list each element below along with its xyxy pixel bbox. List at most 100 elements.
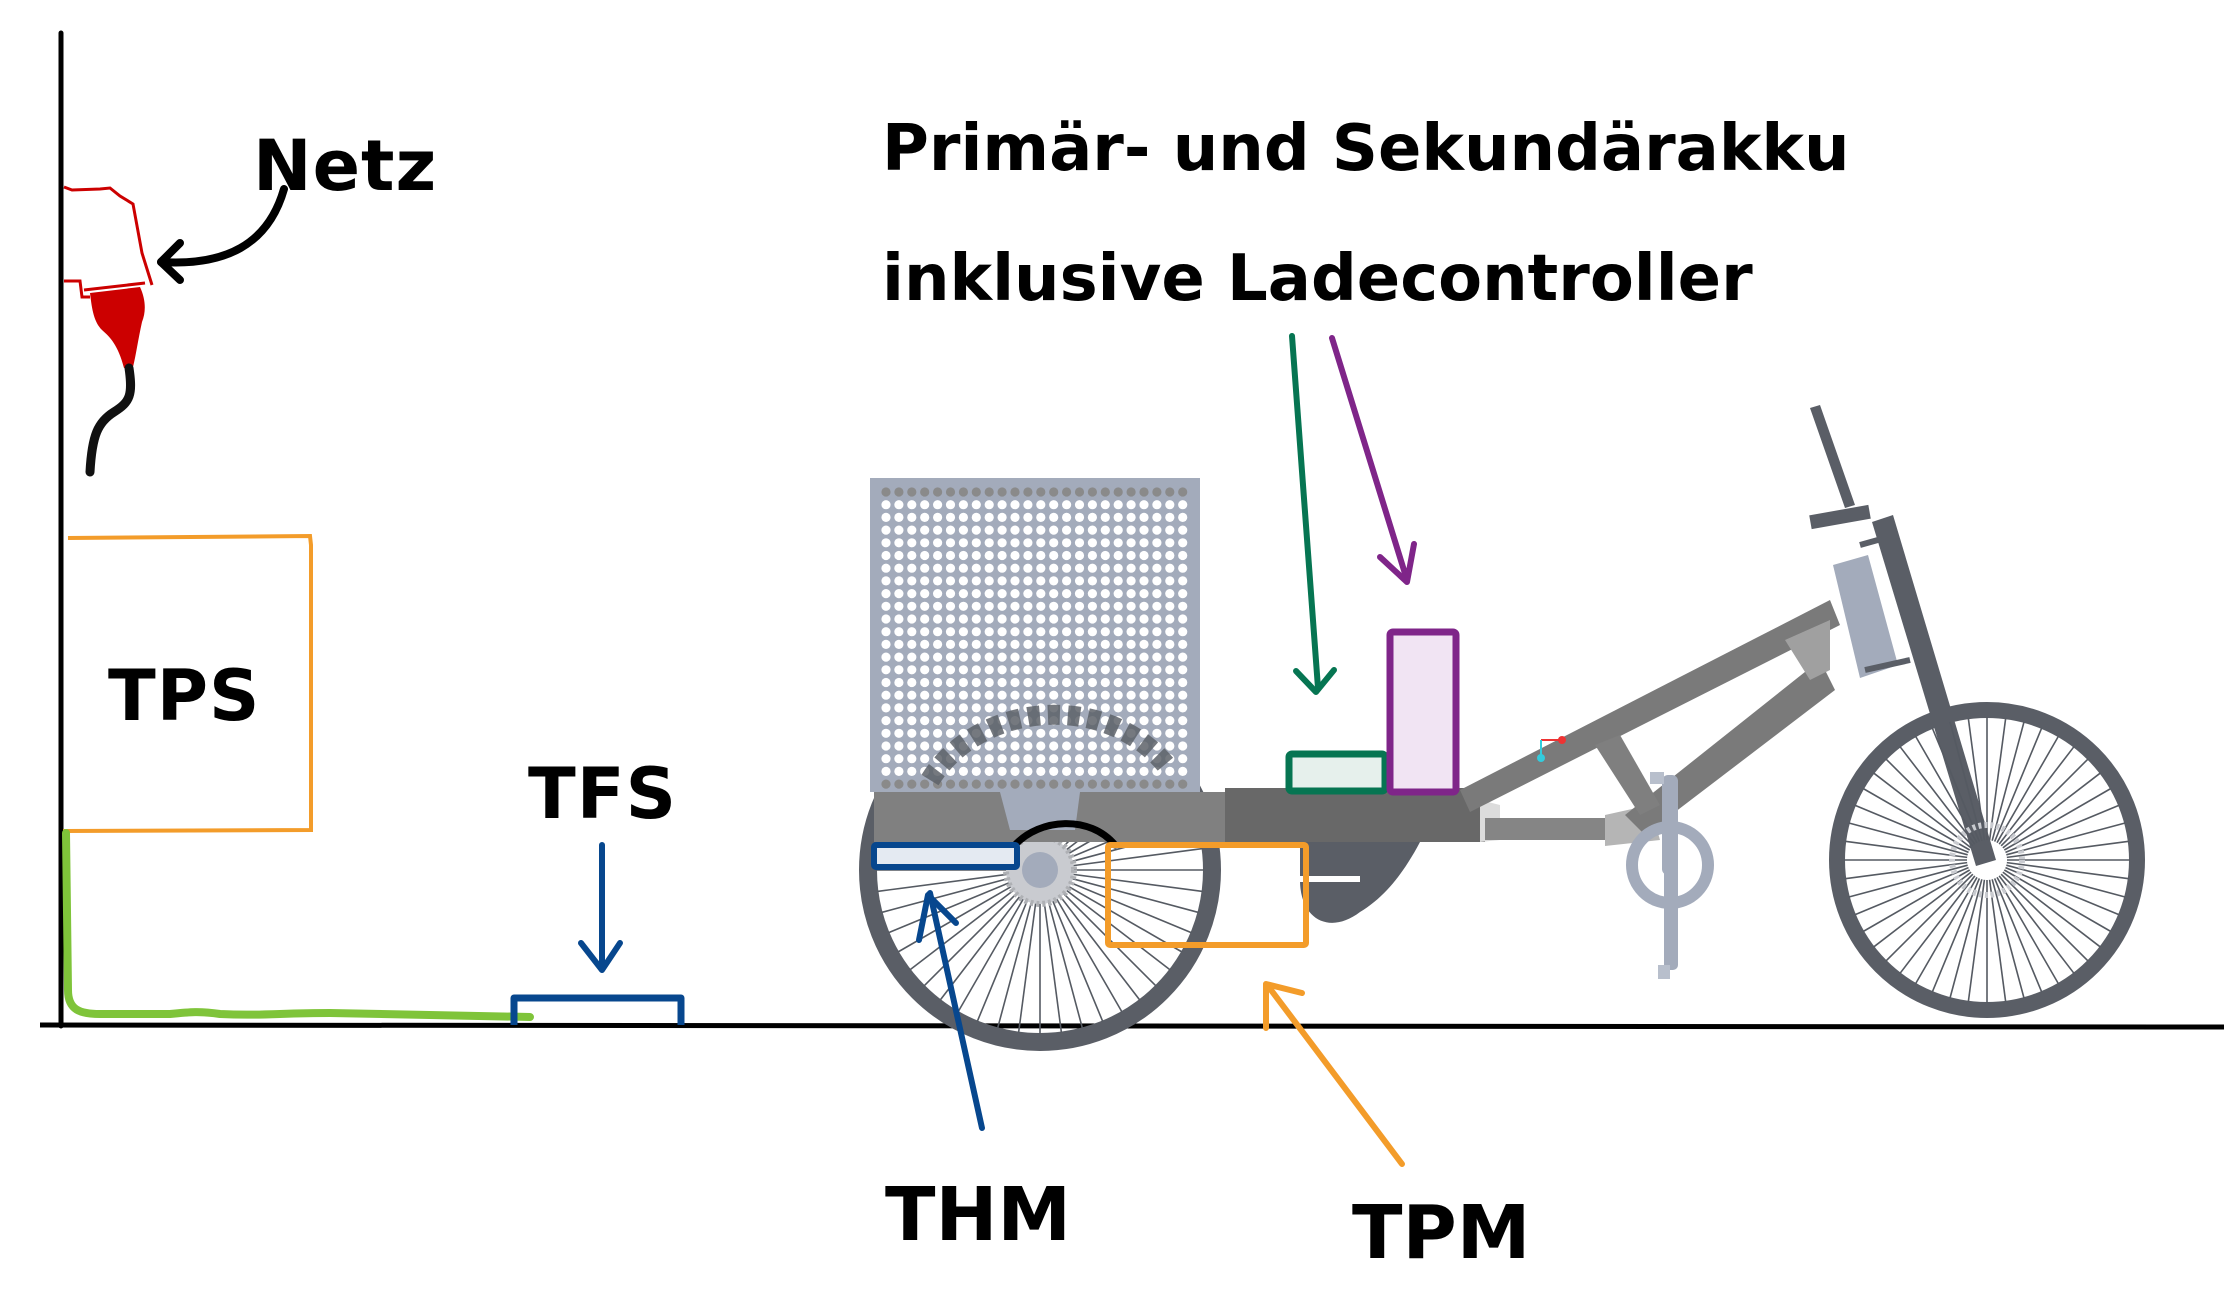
perforation-hole	[1062, 500, 1072, 510]
perforation-hole	[1087, 538, 1097, 548]
perforation-hole	[958, 538, 969, 548]
perforation-hole	[1062, 766, 1072, 777]
perforation-hole	[907, 665, 917, 675]
perforation-hole	[945, 576, 956, 586]
perforation-hole	[933, 703, 943, 713]
perforation-hole	[1023, 728, 1033, 738]
perforation-hole	[1010, 589, 1020, 599]
perforation-hole	[1010, 576, 1020, 586]
wheel-spoke	[1993, 878, 2043, 993]
perforation-hole	[945, 677, 956, 688]
perforation-hole	[1139, 512, 1149, 523]
label-tps: TPS	[108, 655, 260, 737]
perforation-hole	[971, 627, 981, 637]
perforation-hole	[984, 614, 994, 624]
perforation-hole	[1074, 766, 1085, 777]
wheel-spoke	[1854, 866, 1969, 916]
perforation-hole	[881, 741, 891, 751]
perforation-hole	[1010, 690, 1020, 700]
perforation-hole	[1023, 627, 1033, 637]
wheel-spoke	[881, 874, 1021, 914]
perforation-hole	[971, 703, 981, 713]
perforation-hole	[907, 703, 917, 713]
perforation-hole	[1023, 779, 1033, 789]
perforation-hole	[958, 500, 969, 510]
perforation-hole	[1165, 703, 1175, 713]
perforation-hole	[1100, 601, 1110, 611]
perforation-hole	[933, 550, 943, 561]
perforation-hole	[1178, 690, 1188, 700]
perforation-hole	[881, 563, 891, 573]
perforation-hole	[920, 677, 930, 688]
perforation-hole	[907, 563, 917, 573]
perforation-hole	[1165, 563, 1175, 573]
perforation-hole	[907, 512, 917, 523]
perforation-hole	[1074, 741, 1085, 751]
perforation-hole	[894, 754, 904, 764]
perforation-hole	[933, 525, 943, 535]
label-netz: Netz	[253, 125, 437, 207]
perforation-hole	[1049, 500, 1059, 510]
perforation-hole	[1139, 576, 1149, 586]
perforation-hole	[1062, 576, 1072, 586]
perforation-hole	[1113, 589, 1123, 599]
wheel-spoke	[2006, 861, 2129, 880]
perforation-hole	[945, 779, 956, 789]
perforation-hole	[1113, 512, 1123, 523]
perforation-hole	[1023, 677, 1033, 688]
perforation-hole	[1126, 614, 1136, 624]
perforation-hole	[984, 690, 994, 700]
perforation-hole	[894, 639, 904, 650]
perforation-hole	[1010, 563, 1020, 573]
perforation-hole	[984, 766, 994, 777]
perforation-hole	[1126, 677, 1136, 688]
perforation-hole	[920, 716, 930, 726]
controller-arrow	[1289, 333, 1321, 691]
perforation-hole	[1049, 538, 1059, 548]
perforation-hole	[1074, 563, 1085, 573]
perforation-hole	[1100, 627, 1110, 637]
wheel-spoke	[1988, 718, 2007, 841]
perforation-hole	[1113, 754, 1123, 764]
perforation-hole	[881, 550, 891, 561]
perforation-hole	[1074, 576, 1085, 586]
perforation-hole	[1126, 665, 1136, 675]
wheel-spoke	[1899, 875, 1976, 974]
perforation-hole	[881, 614, 891, 624]
battery-arrow	[1329, 335, 1410, 583]
perforation-hole	[971, 779, 981, 789]
perforation-hole	[894, 576, 904, 586]
perforation-hole	[1074, 550, 1085, 561]
tfs-pad	[510, 994, 685, 1025]
perforation-hole	[1010, 639, 1020, 650]
perforation-hole	[920, 601, 930, 611]
perforation-hole	[1139, 766, 1149, 777]
perforation-hole	[1049, 690, 1059, 700]
perforation-hole	[1023, 639, 1033, 650]
perforation-hole	[984, 627, 994, 637]
perforation-hole	[1010, 779, 1020, 789]
perforation-hole	[1062, 563, 1072, 573]
perforation-hole	[958, 601, 969, 611]
perforation-hole	[1152, 487, 1162, 497]
perforation-hole	[1126, 639, 1136, 650]
wheel-spoke	[1056, 879, 1183, 953]
perforation-hole	[1074, 639, 1085, 650]
perforation-hole	[881, 589, 891, 599]
perforation-hole	[1100, 500, 1110, 510]
wheel-spoke	[1885, 873, 1974, 962]
perforation-hole	[1062, 665, 1072, 675]
perforation-hole	[1165, 627, 1175, 637]
perforation-hole	[1113, 525, 1123, 535]
label-tpm: TPM	[1352, 1190, 1530, 1276]
perforation-hole	[1062, 589, 1072, 599]
perforation-hole	[1036, 550, 1046, 561]
perforation-hole	[1049, 741, 1059, 751]
thm-arrowhead-icon	[916, 892, 959, 943]
perforation-hole	[907, 652, 917, 662]
perforation-hole	[1010, 500, 1020, 510]
perforation-hole	[1152, 589, 1162, 599]
perforation-hole	[1165, 512, 1175, 523]
perforation-hole	[920, 652, 930, 662]
